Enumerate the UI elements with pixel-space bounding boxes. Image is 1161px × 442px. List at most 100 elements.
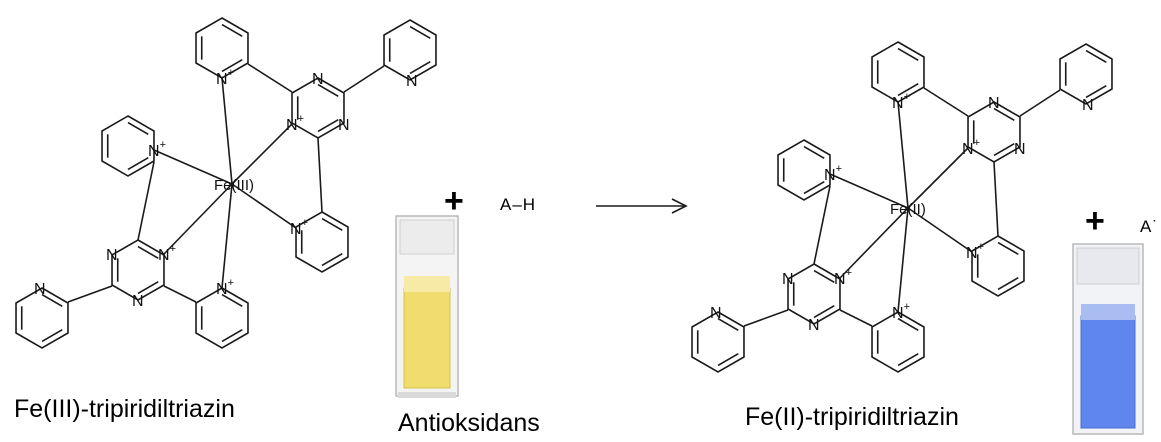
left-pyridine-ring-left <box>101 115 155 177</box>
left-nitrogen-label: N <box>406 73 418 90</box>
right-nitrogen-cation-label: N+ <box>966 241 984 262</box>
right-nitrogen-label: N <box>808 317 820 334</box>
right-triazine-ring-lower <box>787 263 841 325</box>
left-triazine-ring-lower-double-bond <box>137 281 159 295</box>
left-pyridine-ring-bottom <box>195 287 249 349</box>
right-triazine-ring-lower-double-bond <box>813 305 835 319</box>
left-pyridine-ring-top-double-bond <box>221 23 243 37</box>
left-pyridine-ring-upper-right-double-bond <box>409 61 431 75</box>
left-pyridine-ring-bottom-double-bond <box>221 329 243 343</box>
antioxidant-radical-formula: A˙ <box>1140 217 1159 236</box>
left-nitrogen-label: N <box>34 281 46 298</box>
right-nitrogen-label: N <box>1082 97 1094 114</box>
right-triazine-ring-upper-double-bond <box>993 107 1015 121</box>
right-metal-center-label: Fe(II) <box>890 201 926 218</box>
left-nitrogen-label: N <box>106 247 118 264</box>
right-coordination-bond <box>829 173 909 209</box>
right-nitrogen-cation-label: N+ <box>892 301 910 322</box>
left-nitrogen-cation-label: N+ <box>148 139 166 160</box>
right-pyridine-ring-right <box>971 235 1025 297</box>
right-pyridine-ring-right-double-bond <box>997 241 1019 255</box>
left-bond <box>317 137 323 213</box>
left-pyridine-ring-right <box>295 211 349 273</box>
left-metal-center-label: Fe(III) <box>214 177 254 194</box>
left-nitrogen-cation-label: N+ <box>286 113 304 134</box>
left-pyridine-ring-right-double-bond <box>321 253 343 267</box>
right-pyridine-ring-top <box>871 41 925 103</box>
fe3-complex-caption: Fe(III)-tripiridiltriazin <box>14 395 235 423</box>
left-pyridine-ring-top <box>195 17 249 79</box>
left-triazine-ring-upper-double-bond <box>317 119 339 133</box>
right-nitrogen-label: N <box>1014 141 1026 158</box>
left-pyridine-ring-top-double-bond <box>221 59 243 73</box>
right-bond <box>923 87 969 117</box>
right-bond <box>743 309 789 327</box>
cuvette-blue-icon <box>1072 243 1144 435</box>
cuvette-yellow-icon <box>395 215 459 398</box>
right-nitrogen-cation-label: N+ <box>962 137 980 158</box>
antioxidant-caption: Antioksidans <box>398 409 540 437</box>
right-coordination-bond <box>839 207 909 279</box>
right-pyridine-ring-upper-right-double-bond <box>1085 49 1107 63</box>
left-pyridine-ring-upper-right-double-bond <box>409 25 431 39</box>
right-pyridine-ring-left-double-bond <box>803 145 825 159</box>
left-pyridine-ring-lower-left-double-bond <box>41 293 63 307</box>
right-pyridine-ring-lower-left-double-bond <box>717 353 739 367</box>
left-bond <box>137 161 155 241</box>
right-bond <box>1019 89 1061 117</box>
left-pyridine-ring-right-double-bond <box>321 217 343 231</box>
left-pyridine-ring-left-double-bond <box>127 157 149 171</box>
fe2-complex-caption: Fe(II)-tripiridiltriazin <box>745 403 959 431</box>
left-bond <box>247 63 293 93</box>
left-pyridine-ring-left-double-bond <box>127 121 149 135</box>
right-bond <box>993 161 999 237</box>
right-pyridine-ring-bottom <box>871 311 925 373</box>
right-nitrogen-label: N <box>988 95 1000 112</box>
left-triazine-ring-lower <box>111 239 165 301</box>
right-nitrogen-cation-label: N+ <box>892 91 910 112</box>
right-bond <box>813 185 831 265</box>
right-pyridine-ring-upper-right <box>1059 43 1113 105</box>
right-nitrogen-cation-label: N+ <box>834 267 852 288</box>
right-triazine-ring-upper-double-bond <box>993 143 1015 157</box>
left-bond <box>343 65 385 93</box>
left-nitrogen-cation-label: N+ <box>158 243 176 264</box>
right-pyridine-ring-bottom-double-bond <box>897 317 919 331</box>
left-coordination-bond <box>231 123 293 185</box>
left-triazine-ring-lower-double-bond <box>137 245 159 259</box>
right-coordination-bond <box>897 101 909 209</box>
plus-sign-left: + <box>444 182 464 220</box>
right-pyridine-ring-lower-left-double-bond <box>717 317 739 331</box>
left-coordination-bond <box>231 183 297 229</box>
left-pyridine-ring-lower-left <box>15 287 69 349</box>
right-pyridine-ring-left <box>777 139 831 201</box>
right-pyridine-ring-top-double-bond <box>897 83 919 97</box>
left-nitrogen-label: N <box>312 71 324 88</box>
left-nitrogen-cation-label: N+ <box>216 67 234 88</box>
left-coordination-bond <box>221 77 233 185</box>
antioxidant-formula: A–H <box>500 195 536 214</box>
right-pyridine-ring-left-double-bond <box>803 181 825 195</box>
fe2-tpt-complex-structure: N+ N+ N+ N+ N+ N+ N N N N N N Fe(II) <box>691 41 1113 373</box>
right-nitrogen-label: N <box>782 271 794 288</box>
plus-sign-right: + <box>1085 202 1105 240</box>
right-pyridine-ring-lower-left <box>691 311 745 373</box>
right-pyridine-ring-right-double-bond <box>997 277 1019 291</box>
left-pyridine-ring-lower-left-double-bond <box>41 329 63 343</box>
reaction-arrow <box>596 198 688 214</box>
left-nitrogen-label: N <box>132 293 144 310</box>
right-coordination-bond <box>907 147 969 209</box>
right-pyridine-ring-upper-right-double-bond <box>1085 85 1107 99</box>
left-pyridine-ring-bottom-double-bond <box>221 293 243 307</box>
right-triazine-ring-lower-double-bond <box>813 269 835 283</box>
left-bond <box>67 285 113 303</box>
left-nitrogen-cation-label: N+ <box>290 217 308 238</box>
right-nitrogen-label: N <box>710 305 722 322</box>
left-pyridine-ring-upper-right <box>383 19 437 81</box>
right-nitrogen-cation-label: N+ <box>824 163 842 184</box>
right-coordination-bond <box>907 207 973 253</box>
left-nitrogen-label: N <box>338 117 350 134</box>
right-pyridine-ring-top-double-bond <box>897 47 919 61</box>
